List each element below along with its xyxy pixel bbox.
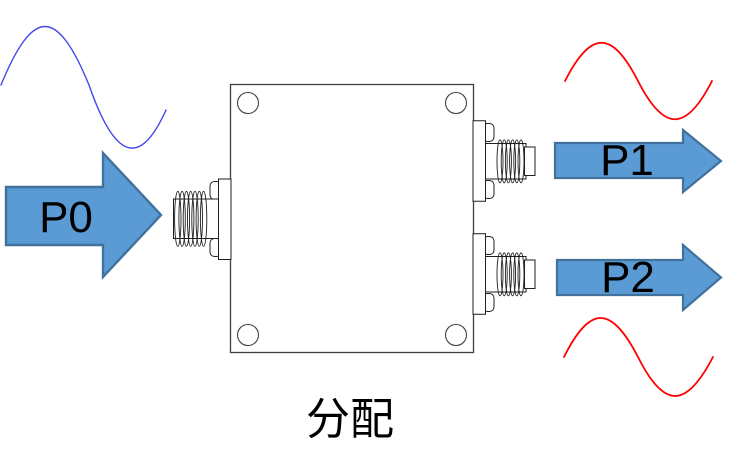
- caption-label: 分配: [306, 395, 394, 444]
- output-connector-2: [472, 233, 536, 315]
- screw-top-left-icon: [236, 91, 260, 115]
- p2-arrow: [555, 242, 723, 313]
- output-sine-wave-bottom-icon: [563, 317, 714, 397]
- splitter-body-outline: [229, 83, 475, 354]
- output-sine-wave-top-icon: [564, 41, 713, 121]
- output-connector-2-nose: [524, 259, 536, 289]
- input-connector: [173, 178, 232, 260]
- output-connector-1-flange: [472, 120, 486, 202]
- splitter-body: [229, 83, 475, 354]
- output-connector-2-flange: [472, 233, 486, 315]
- input-connector-flange: [218, 178, 232, 260]
- output-connector-1-thread-icon: [496, 139, 525, 184]
- p0-label: P0: [39, 193, 93, 242]
- p2-label: P2: [601, 253, 655, 302]
- screw-bottom-left-icon: [236, 323, 260, 347]
- screw-top-right-icon: [444, 91, 468, 115]
- p0-arrow: [4, 149, 163, 281]
- input-sine-wave-icon: [0, 25, 167, 149]
- output-connector-1-nose: [524, 146, 536, 176]
- p1-arrow: [553, 127, 723, 195]
- screw-bottom-right-icon: [444, 323, 468, 347]
- input-connector-thread-icon: [174, 190, 208, 247]
- p1-label: P1: [600, 136, 654, 185]
- output-connector-1: [472, 120, 536, 202]
